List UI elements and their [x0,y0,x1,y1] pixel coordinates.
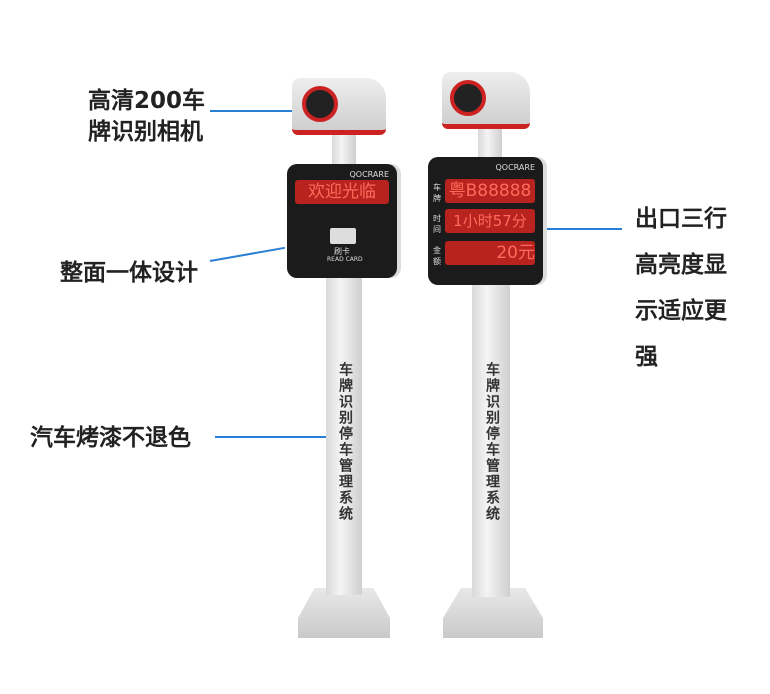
callout-line: 强 [635,344,658,370]
pole-text: 车牌识别停车管理系统 [484,362,500,522]
display-panel: QOCRARE 车牌 粤B88888 时间 1小时57分 金额 20元 [428,157,543,285]
led-row: 1小时57分 [445,209,535,233]
arrow-camera [210,110,292,112]
led-display: 欢迎光临 [295,180,389,204]
callout-paint: 汽车烤漆不退色 [30,425,191,451]
led-row: 20元 [445,241,535,265]
display-panel: QOCRARE 欢迎光临 刷卡 READ CARD [287,164,397,278]
arrow-display [530,228,622,230]
row-label: 时间 [433,214,441,234]
callout-line: 高亮度显 [635,252,727,278]
camera-lens [450,80,486,116]
callout-line: 高清200车 [88,88,206,114]
card-label-en: READ CARD [327,256,363,263]
row-label: 金额 [433,246,441,266]
pole [326,275,362,595]
camera-lens [302,86,338,122]
row-label: 车牌 [433,183,441,203]
pole-text: 车牌识别停车管理系统 [337,362,353,522]
callout-line: 牌识别相机 [88,119,203,145]
callout-line: 示适应更 [635,298,727,324]
pole [472,282,510,597]
camera [442,72,530,129]
logo: QOCRARE [495,163,536,172]
arrow-panel [209,246,286,262]
pole-base [298,588,390,638]
camera-mount [478,125,502,159]
logo: QOCRARE [349,170,390,179]
card-reader-icon [330,228,356,244]
arrow-paint [215,436,331,438]
callout-display: 出口三行 高亮度显 示适应更 强 [635,196,727,380]
callout-camera: 高清200车 牌识别相机 [88,86,205,148]
camera [292,78,386,135]
callout-line: 出口三行 [635,206,727,232]
card-label: 刷卡 [334,247,350,256]
callout-panel: 整面一体设计 [60,260,198,286]
led-row: 粤B88888 [445,179,535,203]
camera-mount [332,130,356,164]
